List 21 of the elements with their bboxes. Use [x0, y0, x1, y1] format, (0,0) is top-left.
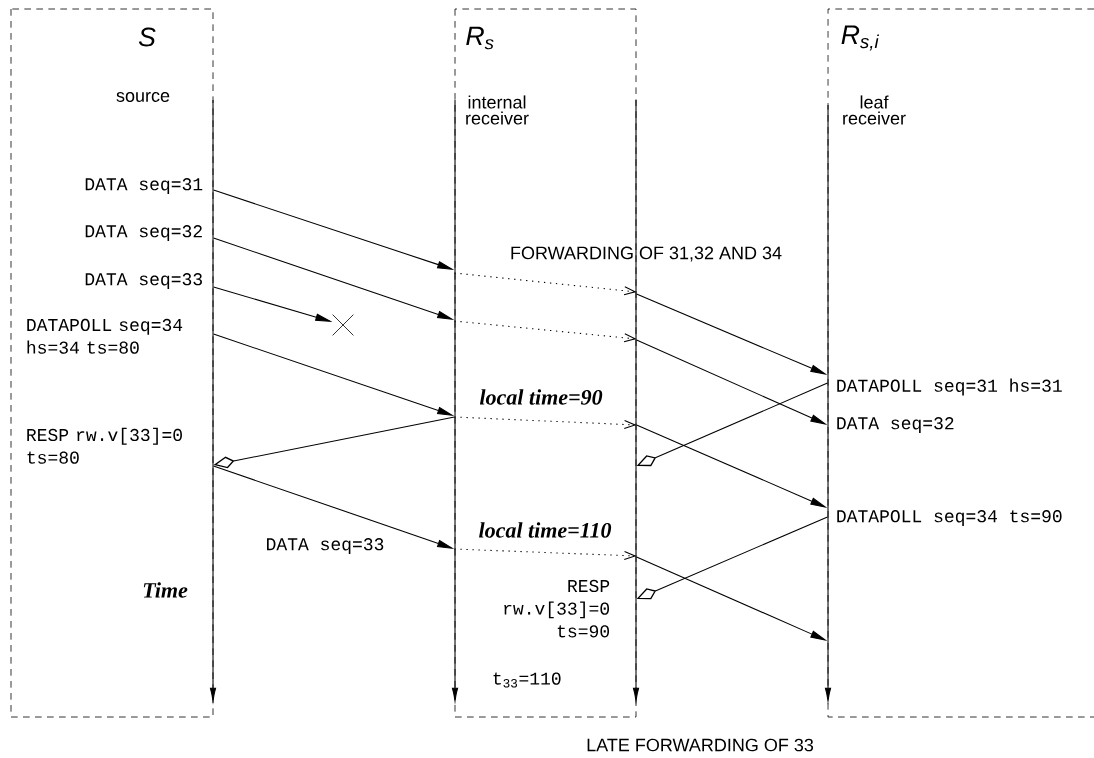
message-label: RESP rw.v[33]=0 ts=80	[27, 427, 182, 464]
message-label: DATA seq=33	[85, 273, 202, 289]
arrow	[453, 272, 637, 296]
message-label: DATA seq=32	[85, 225, 202, 241]
message-label: DATA seq=32	[837, 417, 954, 433]
arrow	[453, 548, 637, 561]
lost-mark	[332, 314, 354, 336]
time-label: local time=90	[479, 389, 603, 405]
time-label: t$_{33}$=110	[493, 672, 561, 688]
message-label: DATAPOLL seq=34 ts=90	[837, 510, 1062, 526]
message-label: DATAPOLL seq=31 hs=31	[837, 378, 1062, 396]
note-text: LATE FORWARDING OF 33	[587, 738, 814, 752]
axis-label: Time	[143, 582, 188, 598]
message-label: DATAPOLL seq=34 hs=34 ts=80	[27, 318, 183, 354]
edge-label: DATA seq=33	[264, 536, 386, 556]
arrow	[453, 320, 637, 343]
arrow	[453, 416, 637, 429]
message-label: DATA seq=31	[85, 178, 203, 194]
note-text: FORWARDING OF 31,32 AND 34	[511, 246, 782, 262]
time-label: local time=110	[479, 522, 612, 538]
message-label: RESP rw.v[33]=0 ts=90	[504, 579, 610, 638]
